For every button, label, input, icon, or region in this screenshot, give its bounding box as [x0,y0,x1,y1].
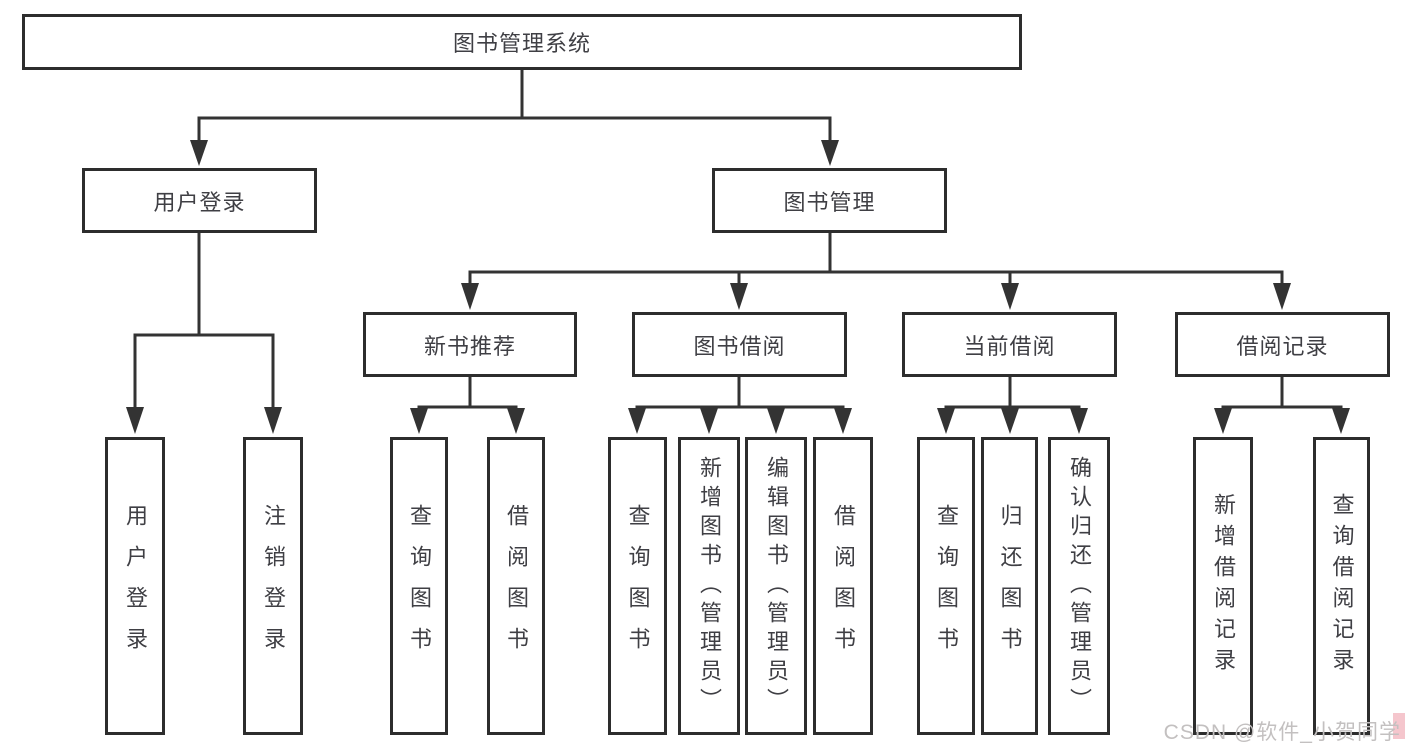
leaf-confirm-return-admin: 确认归还（管理员） [1048,437,1110,735]
node-user-login: 用户登录 [82,168,317,233]
node-new-book-recommend: 新书推荐 [363,312,577,377]
leaf-user-login: 用户登录 [105,437,165,735]
csdn-logo-accent [1393,713,1405,739]
leaf-newbook-borrow-books: 借阅图书 [487,437,545,735]
leaf-logout: 注销登录 [243,437,303,735]
leaf-borrowing-query-books: 查询图书 [608,437,667,735]
leaf-edit-books-admin: 编辑图书（管理员） [745,437,807,735]
leaf-add-borrow-record: 新增借阅记录 [1193,437,1253,735]
leaf-current-query-books: 查询图书 [917,437,975,735]
node-root-library-system: 图书管理系统 [22,14,1022,70]
node-current-borrowing: 当前借阅 [902,312,1117,377]
csdn-watermark: CSDN @软件_小贺同学 [1163,721,1401,744]
leaf-query-borrow-record: 查询借阅记录 [1313,437,1370,735]
node-book-management: 图书管理 [712,168,947,233]
node-borrow-records: 借阅记录 [1175,312,1390,377]
leaf-borrowing-borrow-books: 借阅图书 [813,437,873,735]
leaf-newbook-query-books: 查询图书 [390,437,448,735]
leaf-return-books: 归还图书 [981,437,1038,735]
leaf-add-books-admin: 新增图书（管理员） [678,437,740,735]
node-book-borrowing: 图书借阅 [632,312,847,377]
